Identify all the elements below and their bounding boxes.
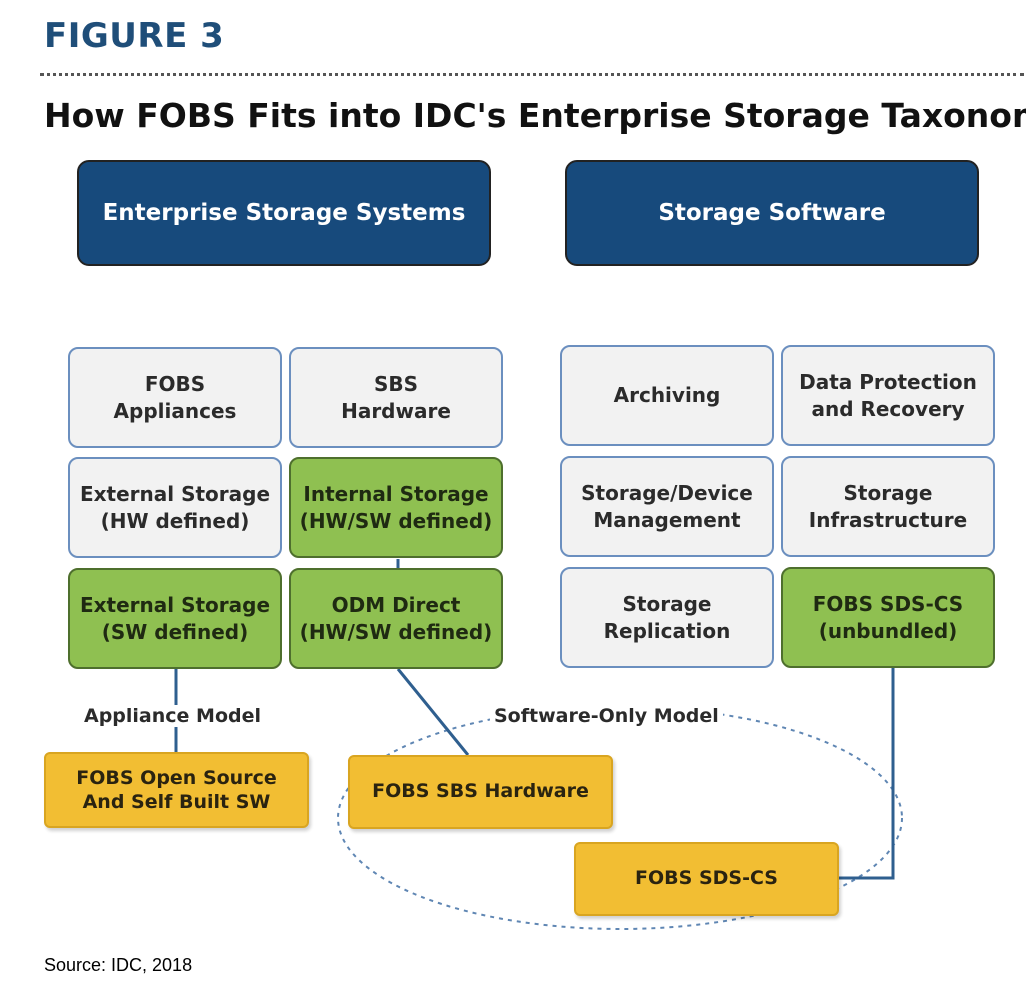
internal-storage-box: Internal Storage (HW/SW defined) bbox=[289, 457, 503, 558]
fobs-open-source-box: FOBS Open Source And Self Built SW bbox=[44, 752, 309, 828]
storage-device-management-label: Storage/Device Management bbox=[581, 481, 753, 532]
odm-direct-label: ODM Direct (HW/SW defined) bbox=[299, 593, 493, 644]
fobs-sds-cs-label: FOBS SDS-CS bbox=[635, 867, 778, 890]
odm-direct-box: ODM Direct (HW/SW defined) bbox=[289, 568, 503, 669]
storage-infrastructure-box: Storage Infrastructure bbox=[781, 456, 995, 557]
connector-odm-to-sbs-hardware bbox=[396, 668, 470, 756]
storage-infrastructure-label: Storage Infrastructure bbox=[808, 481, 968, 532]
software-only-model-label: Software-Only Model bbox=[490, 705, 723, 727]
source-note: Source: IDC, 2018 bbox=[44, 955, 193, 975]
data-protection-label: Data Protection and Recovery bbox=[799, 370, 977, 421]
sbs-hardware-box: SBS Hardware bbox=[289, 347, 503, 448]
software-only-model-boundary bbox=[337, 706, 903, 930]
storage-software-label: Storage Software bbox=[658, 199, 886, 226]
connector-sds-unbundled-to-sds-cs bbox=[836, 668, 895, 880]
fobs-sds-cs-unbundled-box: FOBS SDS-CS (unbundled) bbox=[781, 567, 995, 668]
storage-software-header: Storage Software bbox=[565, 160, 979, 266]
internal-storage-label: Internal Storage (HW/SW defined) bbox=[299, 482, 493, 533]
enterprise-storage-systems-label: Enterprise Storage Systems bbox=[102, 199, 466, 226]
archiving-label: Archiving bbox=[613, 383, 721, 408]
enterprise-storage-systems-header: Enterprise Storage Systems bbox=[77, 160, 491, 266]
data-protection-box: Data Protection and Recovery bbox=[781, 345, 995, 446]
figure-title: How FOBS Fits into IDC's Enterprise Stor… bbox=[44, 96, 1026, 135]
fobs-sbs-hardware-box: FOBS SBS Hardware bbox=[348, 755, 613, 829]
fobs-open-source-label: FOBS Open Source And Self Built SW bbox=[76, 766, 277, 813]
storage-device-management-box: Storage/Device Management bbox=[560, 456, 774, 557]
external-storage-hw-label: External Storage (HW defined) bbox=[79, 482, 271, 533]
storage-replication-label: Storage Replication bbox=[603, 592, 731, 643]
sbs-hardware-label: SBS Hardware bbox=[341, 372, 451, 423]
fobs-appliances-box: FOBS Appliances bbox=[68, 347, 282, 448]
external-storage-hw-box: External Storage (HW defined) bbox=[68, 457, 282, 558]
appliance-model-label: Appliance Model bbox=[80, 705, 266, 727]
archiving-box: Archiving bbox=[560, 345, 774, 446]
fobs-sds-cs-unbundled-label: FOBS SDS-CS (unbundled) bbox=[812, 592, 964, 643]
figure-label: FIGURE 3 bbox=[44, 16, 225, 56]
fobs-sds-cs-box: FOBS SDS-CS bbox=[574, 842, 839, 916]
external-storage-sw-label: External Storage (SW defined) bbox=[79, 593, 271, 644]
fobs-sbs-hardware-label: FOBS SBS Hardware bbox=[372, 780, 589, 803]
external-storage-sw-box: External Storage (SW defined) bbox=[68, 568, 282, 669]
figure-divider bbox=[40, 73, 1024, 76]
fobs-appliances-label: FOBS Appliances bbox=[113, 372, 237, 423]
storage-replication-box: Storage Replication bbox=[560, 567, 774, 668]
